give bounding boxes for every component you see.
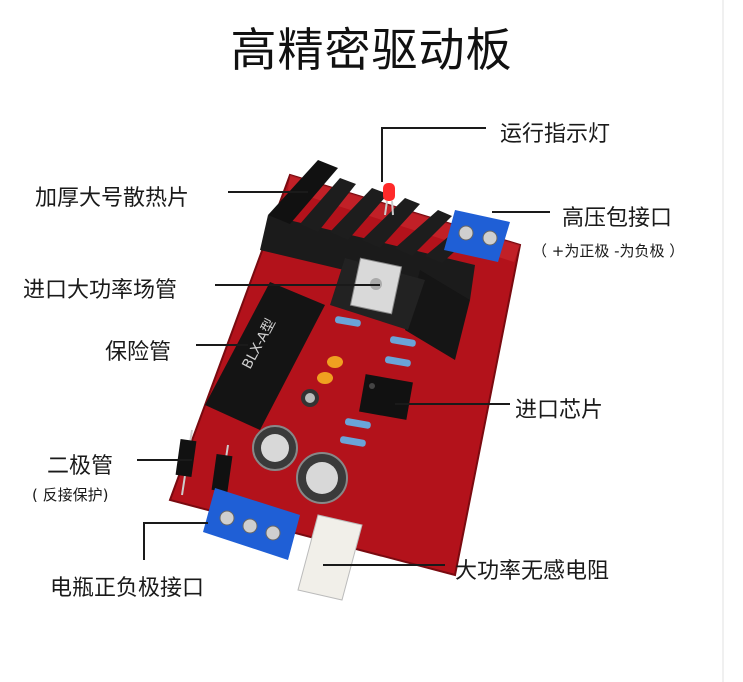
label-chip: 进口芯片 <box>515 398 604 423</box>
label-power-resistor: 大功率无感电阻 <box>455 559 610 584</box>
label-indicator-light: 运行指示灯 <box>500 122 611 147</box>
label-heatsink: 加厚大号散热片 <box>35 186 190 211</box>
battery-terminal <box>203 488 300 560</box>
label-fuse: 保险管 <box>105 340 172 365</box>
label-hv-coil-note: （ +为正极 -为负极 ） <box>532 242 685 260</box>
page-edge-divider <box>722 0 724 682</box>
page-title: 高精密驱动板 <box>230 23 513 77</box>
label-battery-port: 电瓶正负极接口 <box>50 576 205 601</box>
label-power-transistor: 进口大功率场管 <box>23 278 178 303</box>
indicator-led <box>383 183 395 216</box>
capacitors <box>252 389 348 504</box>
leader-lines <box>137 127 550 566</box>
label-diode-note: ( 反接保护) <box>32 486 109 504</box>
diodes <box>175 429 233 511</box>
resistors <box>317 316 416 447</box>
label-hv-coil-port: 高压包接口 <box>562 206 673 231</box>
label-diode: 二极管 <box>47 454 114 479</box>
power-resistor <box>297 514 363 601</box>
hv-coil-terminal <box>444 210 510 262</box>
ic-chip <box>359 374 413 420</box>
